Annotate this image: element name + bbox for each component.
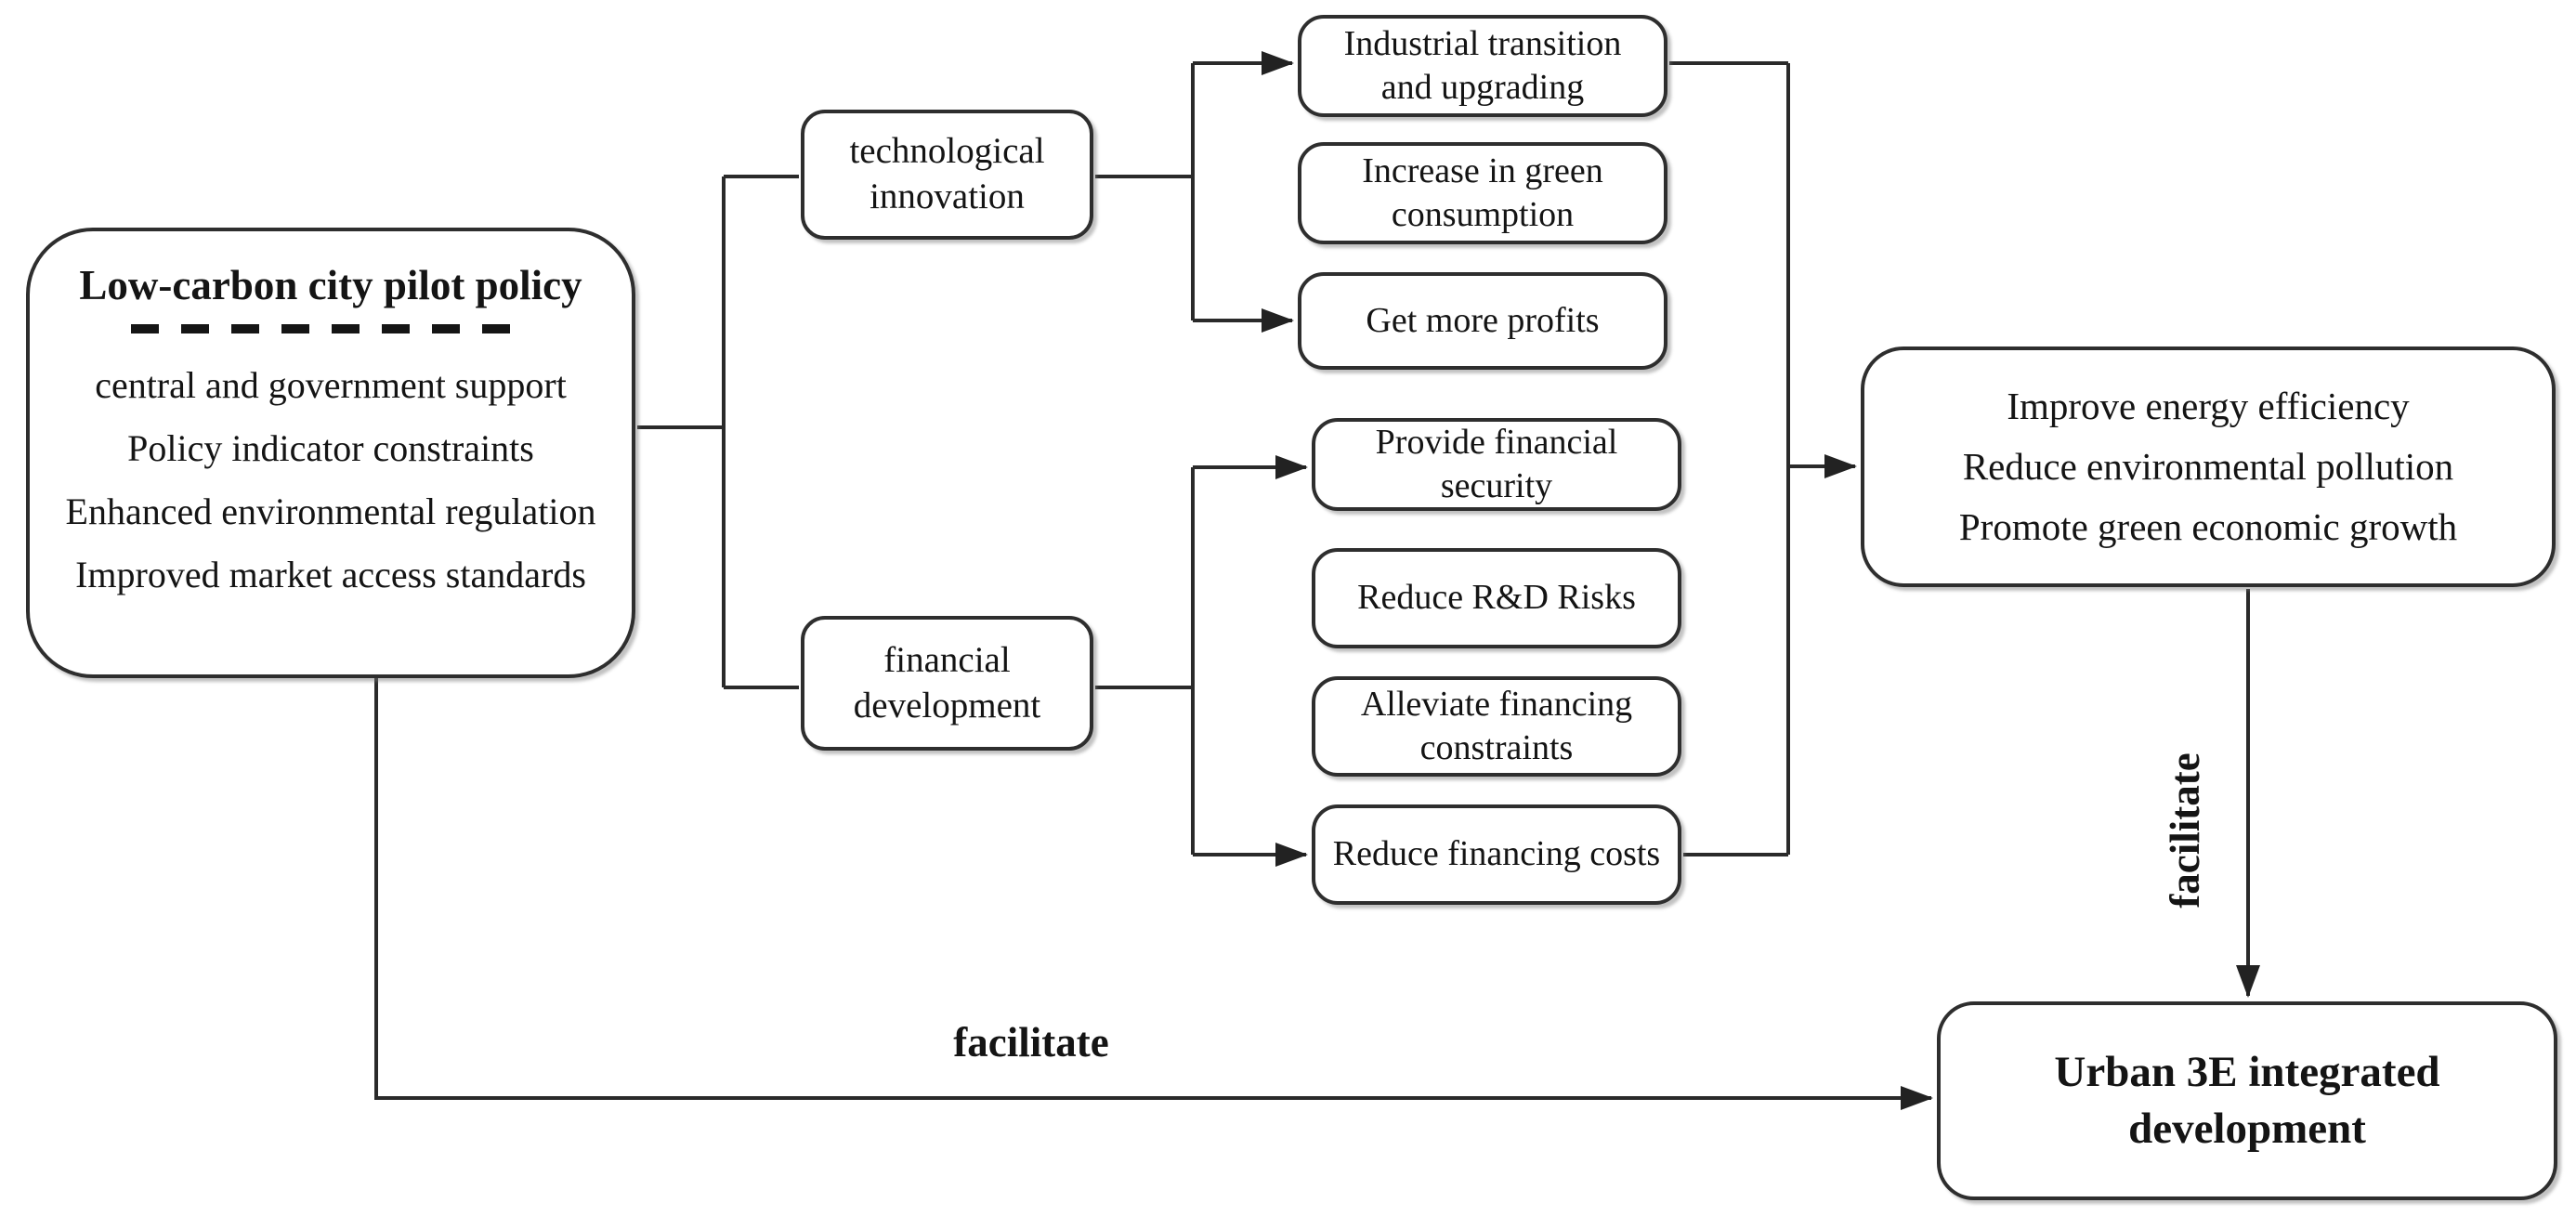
financial-security-label: Provide financial security <box>1375 422 1618 506</box>
outcome-line: Promote green economic growth <box>1958 505 2458 548</box>
reduce-financing-costs-box: Reduce financing costs <box>1312 804 1681 905</box>
financial-development-box: financial development <box>801 616 1093 751</box>
alleviate-financing-constraints-box: Alleviate financing constraints <box>1312 676 1681 777</box>
edge-label-facilitate-horizontal: facilitate <box>953 1019 1109 1066</box>
industrial-transition-box: Industrial transition and upgrading <box>1298 15 1667 117</box>
technological-innovation-label: technological innovation <box>849 131 1045 216</box>
outcome-line: Improve energy efficiency <box>2007 385 2410 427</box>
financial-security-box: Provide financial security <box>1312 418 1681 511</box>
alleviate-financing-constraints-label: Alleviate financing constraints <box>1360 684 1633 768</box>
technological-innovation-box: technological innovation <box>801 110 1093 240</box>
dashed-divider <box>131 323 530 333</box>
financial-development-label: financial development <box>853 639 1041 726</box>
reduce-rd-risks-label: Reduce R&D Risks <box>1357 578 1636 618</box>
get-more-profits-box: Get more profits <box>1298 272 1667 370</box>
urban-3e-box: Urban 3E integrated development <box>1937 1001 2557 1200</box>
edge-label-facilitate-vertical: facilitate <box>2162 752 2208 909</box>
outcomes-box: Improve energy efficiency Reduce environ… <box>1861 346 2556 587</box>
urban-3e-label: Urban 3E integrated development <box>2054 1047 2440 1153</box>
outcome-line: Reduce environmental pollution <box>1962 445 2454 488</box>
reduce-financing-costs-label: Reduce financing costs <box>1332 834 1661 874</box>
policy-box: Low-carbon city pilot policy central and… <box>26 228 635 678</box>
policy-item: central and government support <box>95 363 567 406</box>
green-consumption-box: Increase in green consumption <box>1298 142 1667 244</box>
policy-item: Enhanced environmental regulation <box>65 490 596 532</box>
get-more-profits-label: Get more profits <box>1366 300 1600 340</box>
green-consumption-label: Increase in green consumption <box>1362 150 1603 235</box>
reduce-rd-risks-box: Reduce R&D Risks <box>1312 548 1681 648</box>
policy-item: Improved market access standards <box>75 553 586 595</box>
policy-box-title: Low-carbon city pilot policy <box>79 262 582 308</box>
industrial-transition-label: Industrial transition and upgrading <box>1343 23 1622 108</box>
edge-arrow-facilitate-across <box>374 676 1933 1110</box>
policy-item: Policy indicator constraints <box>127 426 534 469</box>
